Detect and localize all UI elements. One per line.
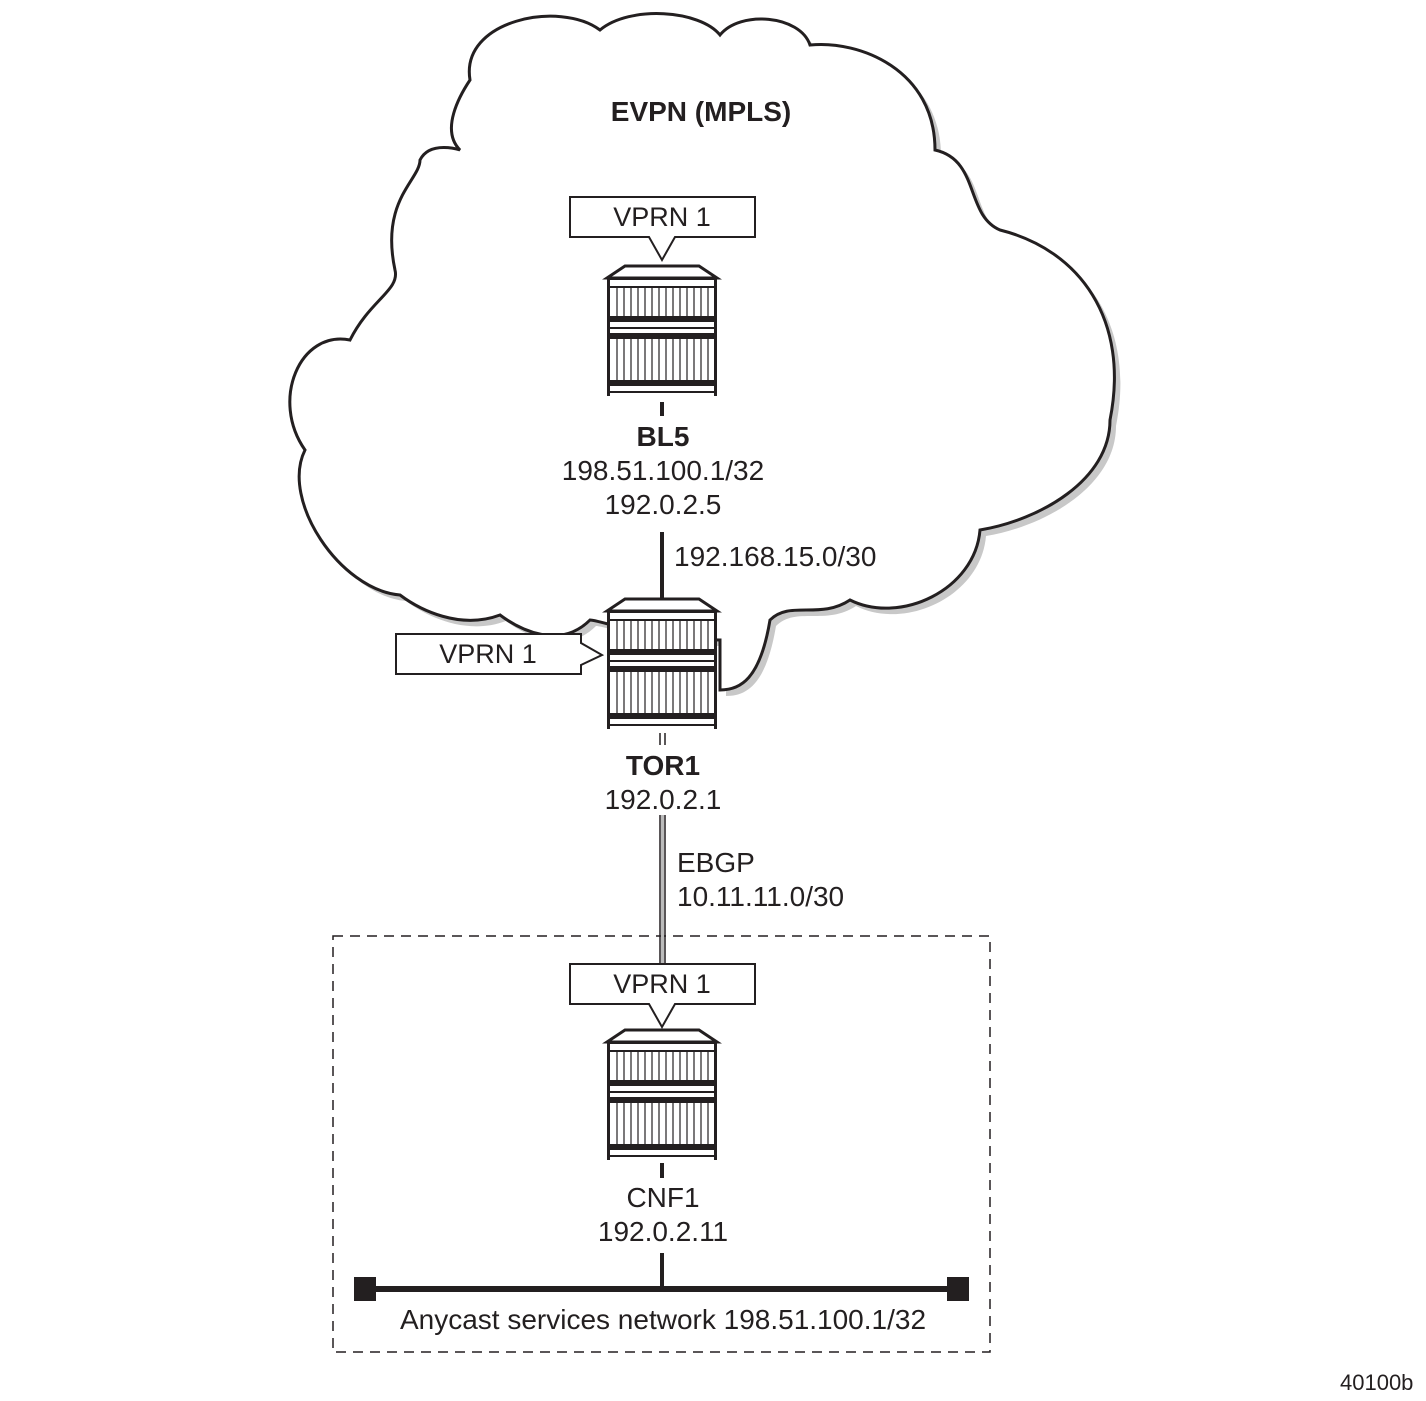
bl5-name: BL5: [636, 421, 690, 452]
bus-end-left: [354, 1277, 376, 1301]
router-tor1-icon[interactable]: [605, 597, 719, 731]
bl5-address-2: 192.0.2.5: [604, 489, 722, 520]
anycast-network-label: Anycast services network 198.51.100.1/32: [399, 1304, 927, 1335]
router-cnf1-icon[interactable]: [605, 1028, 719, 1162]
bus-end-right: [947, 1277, 969, 1301]
callout-cnf1-vprn: [569, 963, 756, 1030]
cnf1-service-label: VPRN 1: [613, 969, 711, 999]
callout-bl5-vprn: [569, 196, 756, 263]
link-bl5-tor1-label: 192.168.15.0/30: [674, 541, 877, 572]
bl5-address-1: 198.51.100.1/32: [561, 455, 765, 486]
cnf1-name: CNF1: [626, 1182, 700, 1213]
callout-tor1-vprn: [395, 633, 605, 675]
link-tor1-cnf1[interactable]: [659, 733, 666, 966]
link-tor1-cnf1-protocol: EBGP: [677, 847, 755, 878]
anycast-network-bus[interactable]: [354, 1277, 969, 1301]
tor1-service-label: VPRN 1: [439, 639, 537, 669]
tor1-address: 192.0.2.1: [604, 784, 722, 815]
cnf1-address: 192.0.2.11: [597, 1216, 729, 1247]
tor1-name: TOR1: [625, 750, 701, 781]
bl5-service-label: VPRN 1: [613, 202, 711, 232]
cloud-label: EVPN (MPLS): [610, 96, 792, 127]
link-tor1-cnf1-label: 10.11.11.0/30: [677, 881, 845, 912]
figure-id: 40100b: [1340, 1370, 1414, 1395]
router-bl5-icon[interactable]: [605, 264, 719, 398]
